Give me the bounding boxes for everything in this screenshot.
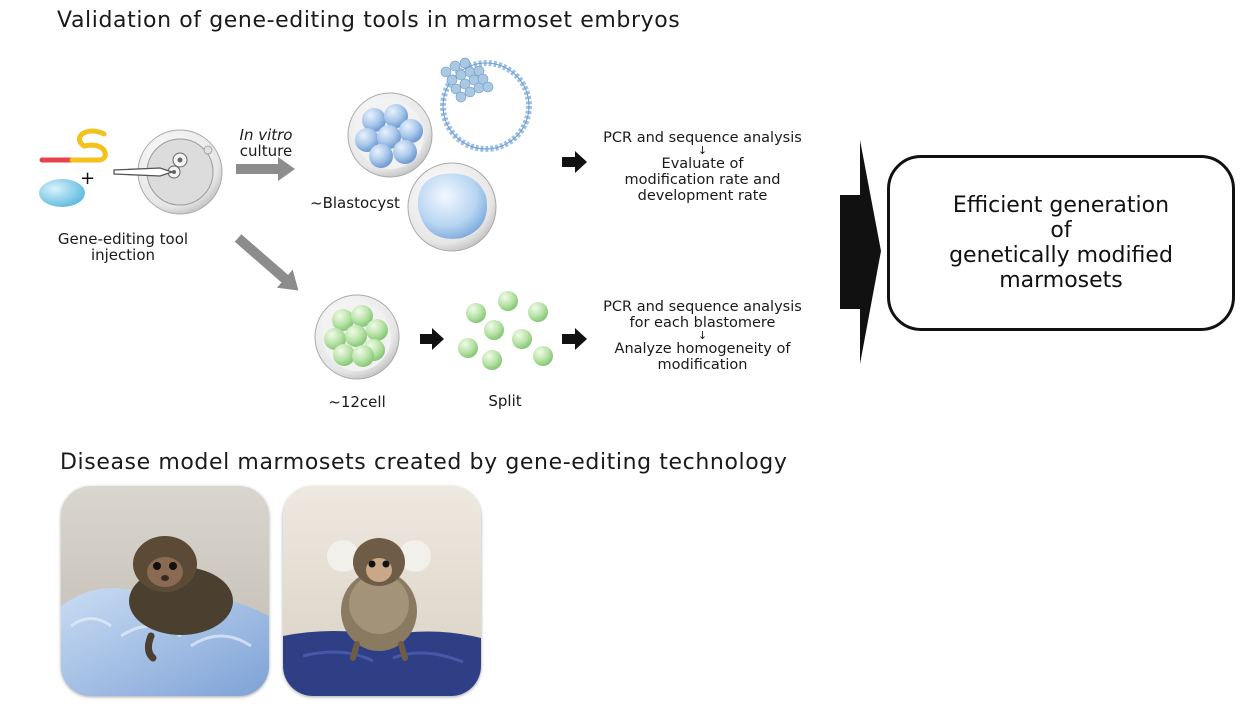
arrow-to-12cell xyxy=(234,234,299,291)
result-box: Efficient generation of genetically modi… xyxy=(887,155,1235,331)
validation-title: Validation of gene-editing tools in marm… xyxy=(57,8,681,33)
bottom-analysis-text: PCR and sequence analysis for each blast… xyxy=(590,299,815,373)
injection-label-line2: injection xyxy=(90,246,156,264)
culture-label-line1: In vitro xyxy=(239,126,293,144)
injection-label-line1: Gene-editing tool xyxy=(57,230,189,248)
result-line4: marmosets xyxy=(999,268,1123,293)
marmoset-photo-2 xyxy=(283,486,481,696)
blastocyst-icon xyxy=(407,162,497,252)
top-analysis-arrow: ↓ xyxy=(697,144,708,157)
marmoset-photo-1 xyxy=(61,486,269,696)
disease-title: Disease model marmosets created by gene-… xyxy=(60,450,788,475)
twelve-cell-label: ~12cell xyxy=(328,393,386,411)
bottom-analysis-arrow: ↓ xyxy=(697,329,708,342)
top-analysis-line1: PCR and sequence analysis xyxy=(603,130,802,146)
bottom-analysis-line1: PCR and sequence analysis xyxy=(603,299,802,315)
top-analysis-line3: modification rate and xyxy=(624,172,781,188)
guide-rna-icon xyxy=(39,128,108,163)
split-label: Split xyxy=(488,392,522,410)
big-arrow-to-result xyxy=(840,140,881,364)
injection-needle-icon xyxy=(113,167,175,177)
hatching-blastocyst-icon xyxy=(440,57,532,152)
bottom-analysis-line3: Analyze homogeneity of xyxy=(614,341,791,357)
culture-label-line2: culture xyxy=(239,142,293,160)
bottom-analysis-line4: modification xyxy=(657,357,748,373)
bottom-analysis-line2: for each blastomere xyxy=(629,315,776,331)
result-line1: Efficient generation xyxy=(952,193,1170,218)
split-blastomeres-icon xyxy=(458,291,553,370)
zygote-icon xyxy=(137,129,223,215)
twelve-cell-embryo-icon xyxy=(314,294,400,380)
marmoset-photo-1-image xyxy=(61,486,269,696)
injection-label: Gene-editing tool injection xyxy=(48,231,198,263)
top-analysis-line4: development rate xyxy=(637,188,768,204)
cas-protein-icon xyxy=(39,179,85,207)
result-line2: of xyxy=(1050,218,1072,243)
top-analysis-line2: Evaluate of xyxy=(661,156,744,172)
plus-sign: + xyxy=(80,168,96,189)
arrow-to-blastocyst xyxy=(236,157,295,181)
arrow-to-top-analysis xyxy=(562,151,587,173)
result-text: Efficient generation of genetically modi… xyxy=(949,193,1173,293)
blastocyst-label: ~Blastocyst xyxy=(310,194,400,212)
culture-label: In vitro culture xyxy=(226,127,306,159)
arrow-to-bottom-analysis xyxy=(562,328,587,350)
morula-icon xyxy=(347,92,433,178)
result-line3: genetically modified xyxy=(949,243,1173,268)
top-analysis-text: PCR and sequence analysis ↓ Evaluate of … xyxy=(590,130,815,204)
marmoset-photo-2-image xyxy=(283,486,481,696)
arrow-to-split xyxy=(420,328,444,350)
